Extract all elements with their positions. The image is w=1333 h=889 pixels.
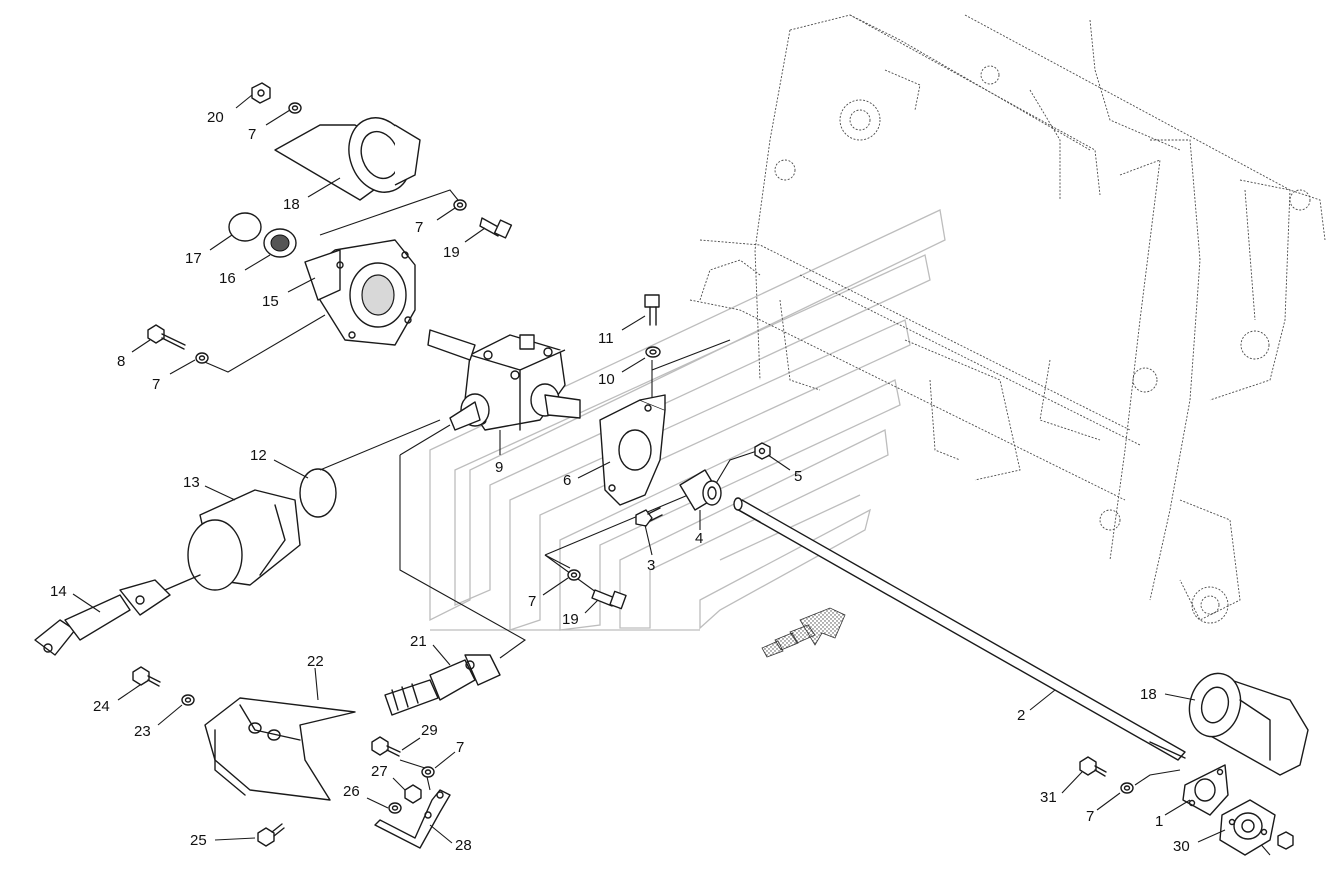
machine-frame [689,14,1326,624]
callout-22: 22 [307,653,324,670]
callout-9: 9 [495,459,503,476]
washer-7-mid [567,569,581,581]
nut-lower-right [1277,831,1294,850]
cover-13 [187,489,301,591]
callout-19: 19 [443,244,460,261]
bolt-8 [147,324,186,350]
callout-7: 7 [152,376,160,393]
callout-8: 8 [117,353,125,370]
callout-26: 26 [343,783,360,800]
callout-10: 10 [598,371,615,388]
callout-30: 30 [1173,838,1190,855]
callout-3: 3 [647,557,655,574]
direction-arrow [761,607,846,658]
bolt-31 [1079,756,1107,777]
callout-21: 21 [410,633,427,650]
washer-7-left [195,352,209,364]
callout-17: 17 [185,250,202,267]
callout-7: 7 [1086,808,1094,825]
bearing-flange-30 [1219,799,1276,856]
gearbox-part-9 [427,329,581,431]
bracket-28 [374,789,451,849]
shaft-2 [733,497,1186,761]
callout-7: 7 [456,739,464,756]
callout-15: 15 [262,293,279,310]
callout-19: 19 [562,611,579,628]
callout-12: 12 [250,447,267,464]
washer-23 [181,694,195,706]
callout-7: 7 [248,126,256,143]
circlip-17 [228,212,262,242]
bolt-3 [635,507,663,527]
washer-7-right [453,199,467,211]
callout-4: 4 [695,530,703,547]
nut-20 [251,82,271,104]
callout-labels: 20 7 18 7 19 17 16 15 8 7 11 10 9 6 12 1… [50,109,1190,855]
bolt-19-top [479,217,513,239]
washer-26 [388,802,402,814]
guard-plate-22 [204,697,356,801]
drive-shaft-14 [34,574,201,656]
clamp-12 [299,468,337,518]
protective-tube-part-18-lower [1188,672,1309,776]
callout-5: 5 [794,468,802,485]
bolt-24 [132,666,161,687]
callout-24: 24 [93,698,110,715]
bearing-16 [263,228,297,258]
protective-tube-part-18 [274,117,421,201]
callout-6: 6 [563,472,571,489]
callout-13: 13 [183,474,200,491]
callout-25: 25 [190,832,207,849]
callout-16: 16 [219,270,236,287]
washer-7-right-lower [1120,782,1134,794]
washer-10 [645,346,661,358]
callout-18: 18 [283,196,300,213]
washer-7-lower [421,766,435,778]
nut-5 [754,442,771,460]
callout-28: 28 [455,837,472,854]
watermark-logo [429,209,946,631]
callout-31: 31 [1040,789,1057,806]
bracket-6 [599,394,666,506]
callout-14: 14 [50,583,67,600]
connection-lines [199,189,1271,856]
washer-7-top [288,102,302,114]
callout-2: 2 [1017,707,1025,724]
callout-20: 20 [207,109,224,126]
nut-27 [404,784,422,804]
callout-7: 7 [528,593,536,610]
pto-shaft-21 [384,654,501,716]
callout-18: 18 [1140,686,1157,703]
tube-4 [679,469,722,511]
bearing-housing-15 [304,239,416,346]
bolt-25 [257,823,285,847]
bolt-29 [371,736,401,757]
callout-29: 29 [421,722,438,739]
callout-23: 23 [134,723,151,740]
callout-1: 1 [1155,813,1163,830]
callout-7: 7 [415,219,423,236]
flange-1 [1182,764,1229,816]
callout-leaders [72,94,1226,844]
callout-11: 11 [598,330,614,347]
bolt-19-mid [591,589,627,610]
callout-27: 27 [371,763,388,780]
bolt-11 [644,294,660,326]
